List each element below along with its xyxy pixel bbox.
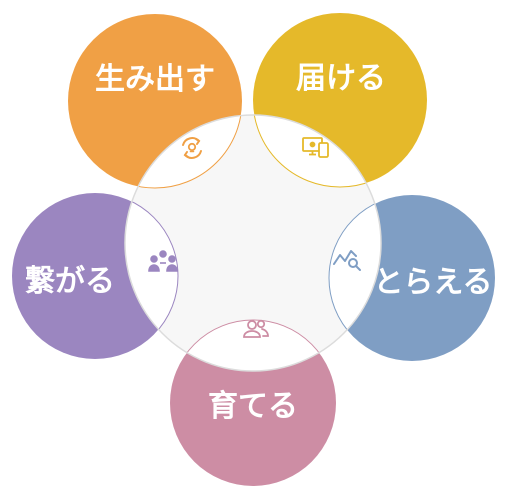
petal-label-capture: とらえる [373,265,492,300]
petal-label-deliver: 届ける [296,61,386,96]
center-outline [124,114,382,372]
trend-search-icon [333,250,361,271]
users-icon [243,319,269,338]
petal-label-connect: 繋がる [25,264,115,299]
overlap-nurture [169,319,337,371]
overlap-deliver [252,115,381,188]
petal-label-create: 生み出す [95,62,215,97]
devices-icon [302,137,329,158]
petal-label-nurture: 育てる [208,389,298,424]
refresh-lightbulb-icon [182,137,202,159]
overlap-create [125,115,243,189]
group-connect-icon [148,250,178,272]
